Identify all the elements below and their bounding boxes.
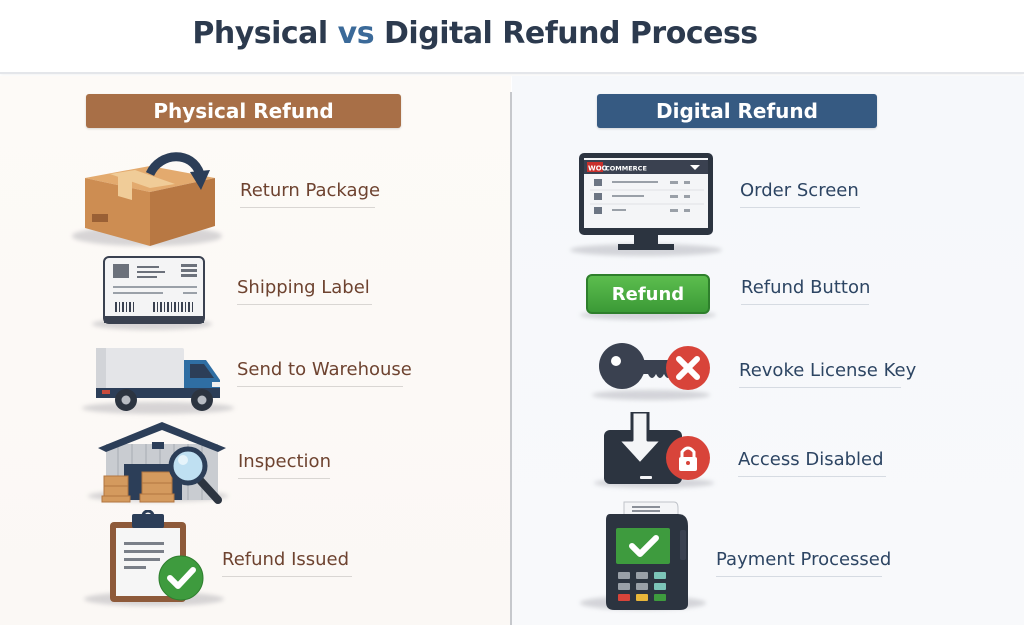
step-label-send-to-warehouse: Send to Warehouse — [237, 359, 412, 387]
step-label-inspection: Inspection — [238, 451, 331, 479]
delivery-truck-icon — [96, 348, 220, 411]
warehouse-inspection-icon — [98, 422, 226, 504]
package-return-icon — [85, 152, 215, 246]
download-locked-icon — [604, 412, 710, 484]
header: Physical vs Digital Refund Process — [0, 0, 1024, 74]
title-physical: Physical — [192, 16, 328, 51]
commerce-brand-text: COMMERCE — [605, 165, 647, 173]
order-screen-monitor-icon: WOO COMMERCE — [579, 153, 713, 250]
step-label-refund-button: Refund Button — [741, 277, 870, 305]
title-vs: vs — [337, 16, 375, 51]
page-title: Physical vs Digital Refund Process — [0, 16, 950, 51]
icon-shadow — [580, 310, 716, 320]
shipping-label-icon — [103, 256, 205, 324]
clipboard-check-icon — [110, 510, 204, 602]
revoke-key-icon — [599, 343, 710, 390]
step-label-return-package: Return Package — [240, 180, 380, 208]
step-label-access-disabled: Access Disabled — [738, 449, 886, 477]
step-label-shipping-label: Shipping Label — [237, 277, 372, 305]
icon-shadow — [592, 390, 710, 400]
physical-refund-heading: Physical Refund — [86, 94, 401, 128]
woo-brand-text: WOO — [588, 165, 608, 173]
payment-terminal-icon — [606, 501, 688, 610]
title-digital: Digital Refund Process — [384, 16, 758, 51]
column-divider — [510, 92, 512, 625]
step-label-payment-processed: Payment Processed — [716, 549, 891, 577]
refund-button-icon: Refund — [586, 274, 710, 314]
digital-refund-heading: Digital Refund — [597, 94, 877, 128]
physical-panel — [0, 76, 511, 625]
step-label-order-screen: Order Screen — [740, 180, 860, 208]
step-label-revoke-license-key: Revoke License Key — [739, 360, 916, 388]
step-label-refund-issued: Refund Issued — [222, 549, 352, 577]
